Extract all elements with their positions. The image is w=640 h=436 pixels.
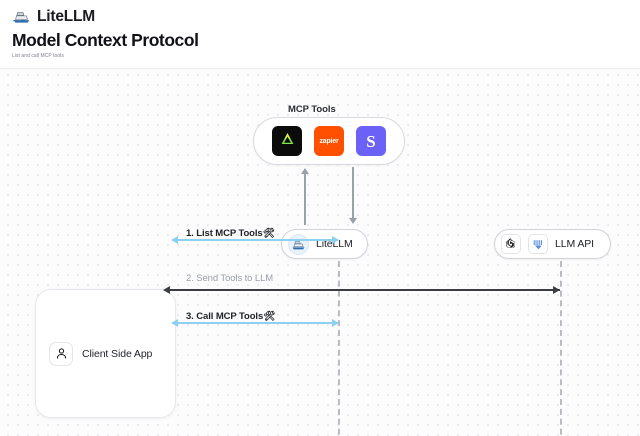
anthropic-logo-icon <box>278 129 297 153</box>
message-line-1 <box>178 239 338 241</box>
diagram-canvas: MCP Tools zapier S <box>0 68 640 436</box>
message-1-arrowhead-left-icon <box>171 235 178 244</box>
openai-logo-icon <box>501 234 521 254</box>
mcp-tools-caption: MCP Tools <box>288 104 336 115</box>
brand: LiteLLM <box>12 7 95 26</box>
lifeline-litellm <box>338 261 340 436</box>
message-label-1: 1. List MCP Tools🛠 <box>186 228 275 239</box>
message-label-3: 3. Call MCP Tools🛠 <box>186 311 275 322</box>
canvas-top-divider <box>0 68 640 69</box>
message-line-2 <box>170 289 560 291</box>
lifeline-llm-api <box>560 261 562 436</box>
slack-logo-icon: S <box>366 131 376 151</box>
message-3-arrowhead-left-icon <box>171 318 178 327</box>
node-llm-api-label: LLM API <box>555 238 594 250</box>
message-line-3 <box>178 322 338 324</box>
brand-name: LiteLLM <box>37 8 96 25</box>
message-2-arrowhead-left-icon <box>163 285 170 294</box>
zapier-logo-icon: zapier <box>319 137 339 145</box>
flow-arrowhead-down-icon <box>349 218 357 224</box>
tools-emoji-icon-3: 🛠 <box>263 311 276 322</box>
person-icon <box>49 341 73 366</box>
client-side-app-box[interactable]: Client Side App <box>35 289 176 418</box>
litellm-boat-logo-icon <box>288 233 309 255</box>
node-litellm-label: LiteLLM <box>316 238 353 250</box>
tools-emoji-icon-1: 🛠 <box>262 228 275 239</box>
message-1-text: 1. List MCP Tools <box>186 228 263 239</box>
tool-chip-slack[interactable]: S <box>356 126 386 156</box>
flow-arrowhead-up-icon <box>301 168 309 174</box>
message-2-arrowhead-right-icon <box>553 285 560 294</box>
page-subtitle: List and call MCP tools <box>12 53 64 59</box>
flow-line-tools-up <box>304 173 306 225</box>
tool-chip-anthropic[interactable] <box>272 126 302 156</box>
node-litellm[interactable]: LiteLLM <box>281 229 368 259</box>
message-label-2: 2. Send Tools to LLM <box>186 273 273 284</box>
node-llm-api[interactable]: LLM API <box>494 229 611 259</box>
flow-line-tools-down <box>352 167 354 219</box>
mcp-tools-box[interactable]: zapier S <box>253 117 405 165</box>
anthropic-claude-logo-icon <box>528 234 548 254</box>
message-3-arrowhead-right-icon <box>332 318 339 327</box>
litellm-boat-logo-icon <box>12 7 31 26</box>
message-1-arrowhead-right-icon <box>332 235 339 244</box>
tool-chip-zapier[interactable]: zapier <box>314 126 344 156</box>
client-side-app-label: Client Side App <box>82 347 153 360</box>
message-2-text: 2. Send Tools to LLM <box>186 273 274 284</box>
message-3-text: 3. Call MCP Tools <box>186 311 264 322</box>
page-title: Model Context Protocol <box>12 30 199 50</box>
